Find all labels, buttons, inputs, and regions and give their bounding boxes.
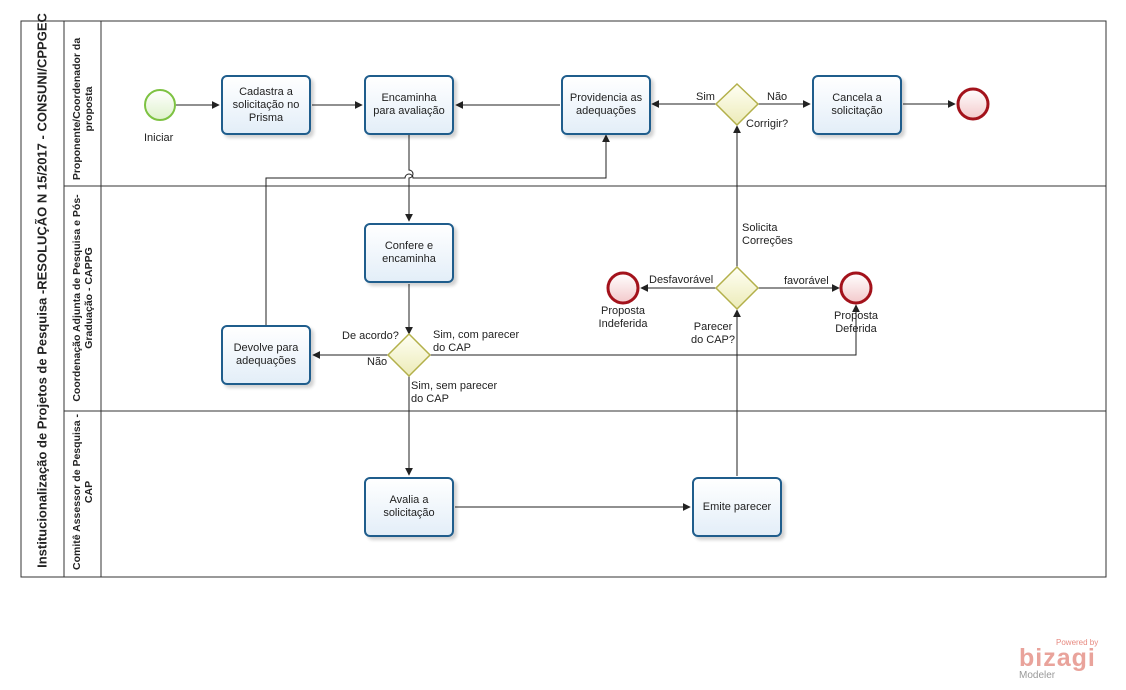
gateway-corrigir-label: Corrigir?: [746, 118, 789, 130]
lane-title-proponente: Proponente/Coordenador da proposta: [71, 37, 95, 181]
flow-devolve-providencia: [265, 134, 610, 325]
pool-title: Institucionalização de Projetos de Pesqu…: [34, 13, 50, 568]
flow-acordo-sim-com: [430, 304, 860, 356]
flow-label-nao-devolve: Não: [367, 356, 388, 368]
end-event-indeferida[interactable]: [606, 271, 640, 305]
task-devolve[interactable]: Devolve para adequações: [221, 325, 311, 385]
gateway-acordo[interactable]: [386, 332, 432, 378]
start-event-label: Iniciar: [144, 132, 174, 144]
flow-label-sim-com: Sim, com parecer do CAP: [433, 329, 520, 354]
gateway-corrigir[interactable]: [714, 82, 760, 127]
gateway-acordo-label: De acordo?: [342, 330, 399, 342]
sequence-flows: [176, 100, 956, 511]
logo-product: Modeler: [1019, 670, 1056, 681]
end-event-deferida[interactable]: [839, 271, 873, 305]
flow-encaminha-confere: [405, 135, 414, 222]
pool-frame: [20, 20, 1107, 578]
flow-label-nao: Não: [767, 91, 788, 103]
logo-powered-by: Powered by: [1056, 638, 1099, 647]
task-cancela[interactable]: Cancela a solicitação: [812, 75, 902, 135]
bizagi-logo: Powered by bizagi Modeler: [1019, 638, 1109, 682]
task-emite[interactable]: Emite parecer: [692, 477, 782, 537]
flow-label-solicita: Solicita Correções: [742, 222, 793, 247]
flow-label-favoravel: favorável: [784, 275, 829, 287]
task-providencia[interactable]: Providencia as adequações: [561, 75, 651, 135]
lane-title-cap: Comitê Assessor de Pesquisa - CAP: [71, 414, 95, 571]
gateway-parecer-label: Parecer do CAP?: [690, 321, 736, 346]
gateway-parecer[interactable]: [714, 265, 760, 311]
flow-label-desfavoravel: Desfavorável: [649, 274, 714, 286]
task-avalia[interactable]: Avalia a solicitação: [364, 477, 454, 537]
flow-label-sim-sem: Sim, sem parecer do CAP: [411, 380, 498, 405]
start-event[interactable]: [144, 89, 176, 121]
task-confere[interactable]: Confere e encaminha: [364, 223, 454, 283]
logo-brand: bizagi: [1019, 644, 1096, 672]
lane-title-cappg: Coordenação Adjunta de Pesquisa e Pós-Gr…: [71, 194, 95, 402]
indeferida-label: Proposta Indeferida: [598, 305, 648, 330]
task-cadastra[interactable]: Cadastra a solicitação no Prisma: [221, 75, 311, 135]
end-event-cancela[interactable]: [956, 87, 990, 121]
deferida-label: Proposta Deferida: [833, 310, 879, 335]
task-encaminha[interactable]: Encaminha para avaliação: [364, 75, 454, 135]
flow-label-sim: Sim: [696, 91, 715, 103]
